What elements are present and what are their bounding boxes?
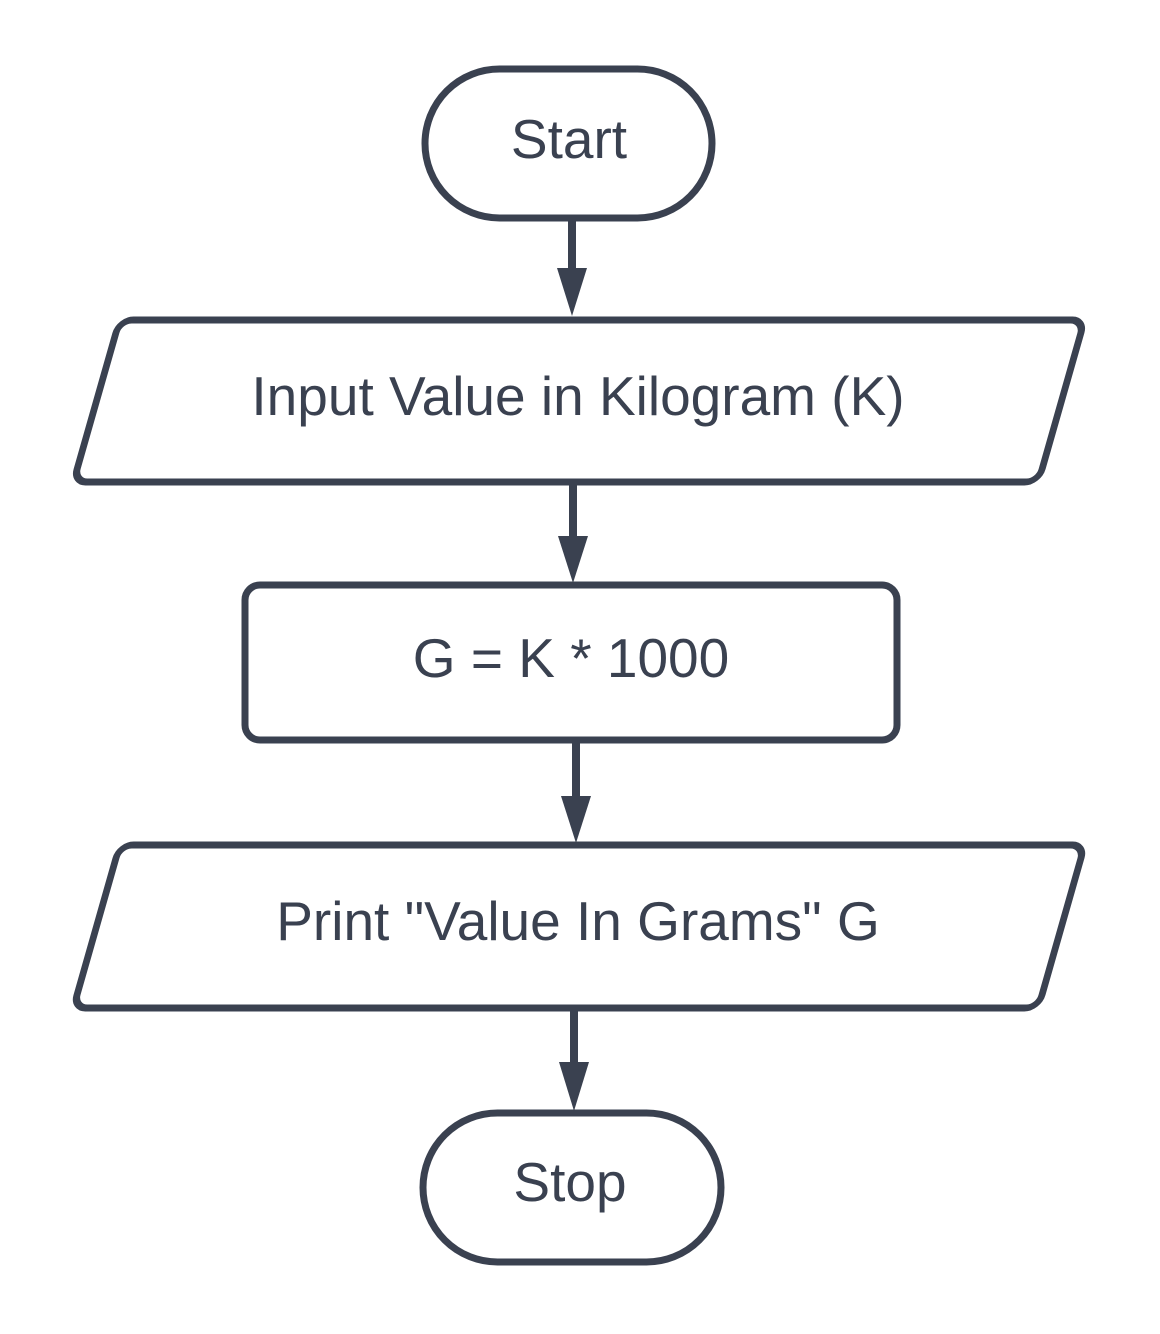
edge-input-to-process — [558, 480, 588, 583]
node-start: Start — [421, 65, 716, 222]
edge-output-to-stop — [559, 1006, 589, 1111]
process-label: G = K * 1000 — [413, 627, 729, 689]
input-label: Input Value in Kilogram (K) — [251, 365, 904, 427]
start-label: Start — [511, 108, 627, 170]
output-label: Print "Value In Grams" G — [276, 890, 880, 952]
edge-start-to-input — [557, 216, 587, 316]
stop-label: Stop — [513, 1151, 626, 1213]
output-parallelogram-shape — [72, 841, 1086, 1012]
node-input: Input Value in Kilogram (K) — [72, 316, 1086, 486]
arrowhead-icon — [559, 1062, 589, 1111]
arrowhead-icon — [557, 268, 587, 316]
node-stop: Stop — [419, 1109, 725, 1266]
process-rectangle-shape — [241, 581, 901, 744]
node-output: Print "Value In Grams" G — [72, 841, 1086, 1012]
input-parallelogram-shape — [72, 316, 1086, 486]
arrowhead-icon — [558, 536, 588, 583]
edge-process-to-output — [561, 738, 591, 843]
stop-terminator-shape — [419, 1109, 725, 1266]
arrowhead-icon — [561, 796, 591, 843]
node-process: G = K * 1000 — [241, 581, 901, 744]
